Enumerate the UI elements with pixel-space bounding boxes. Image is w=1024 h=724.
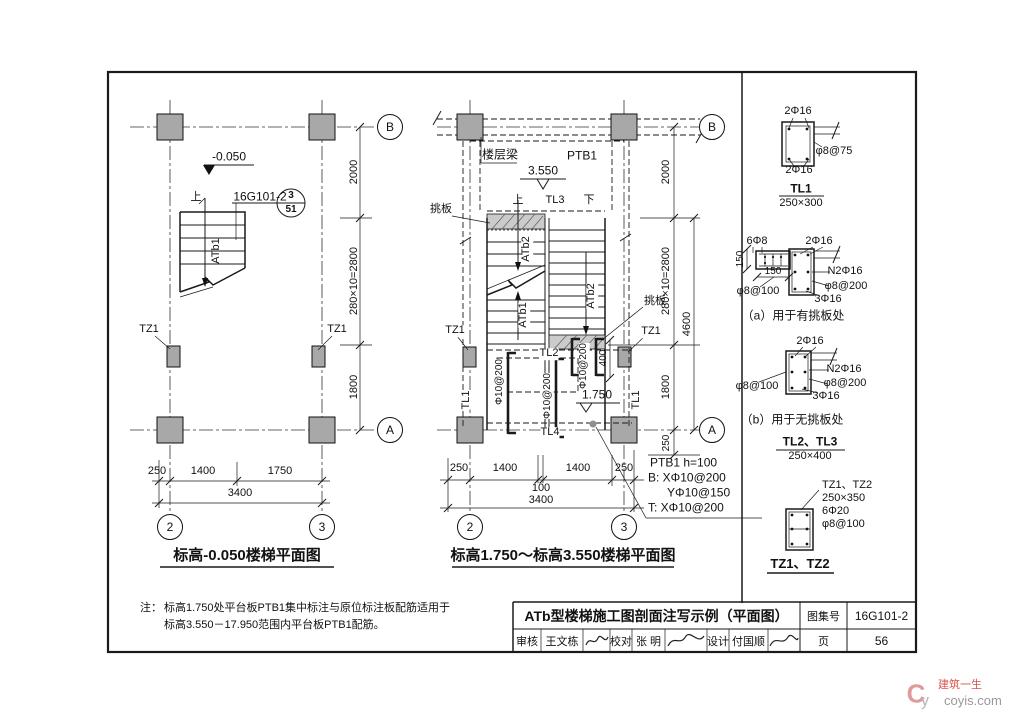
plan-left-elevation-mark	[203, 164, 254, 175]
plan-right-platform	[480, 137, 762, 519]
plan-left-columns	[154, 113, 336, 444]
detail-tz-section	[767, 489, 834, 574]
detail-a-section	[742, 244, 841, 297]
plan-right-walls	[459, 141, 632, 428]
plan-left-dimensions	[152, 122, 372, 568]
plan-left-section-callout	[232, 188, 306, 240]
sheet-frame	[106, 70, 918, 654]
plan-right-stair	[451, 200, 644, 430]
signature-scribbles	[585, 634, 799, 647]
plan-right-grid	[437, 100, 700, 515]
detail-b-section	[758, 346, 845, 451]
plan-right-dimensions	[440, 122, 700, 568]
plan-right-columns	[456, 113, 645, 444]
plan-left-grid	[130, 100, 378, 515]
detail-tl1-section	[779, 117, 840, 197]
plan-left-stair	[179, 197, 246, 298]
